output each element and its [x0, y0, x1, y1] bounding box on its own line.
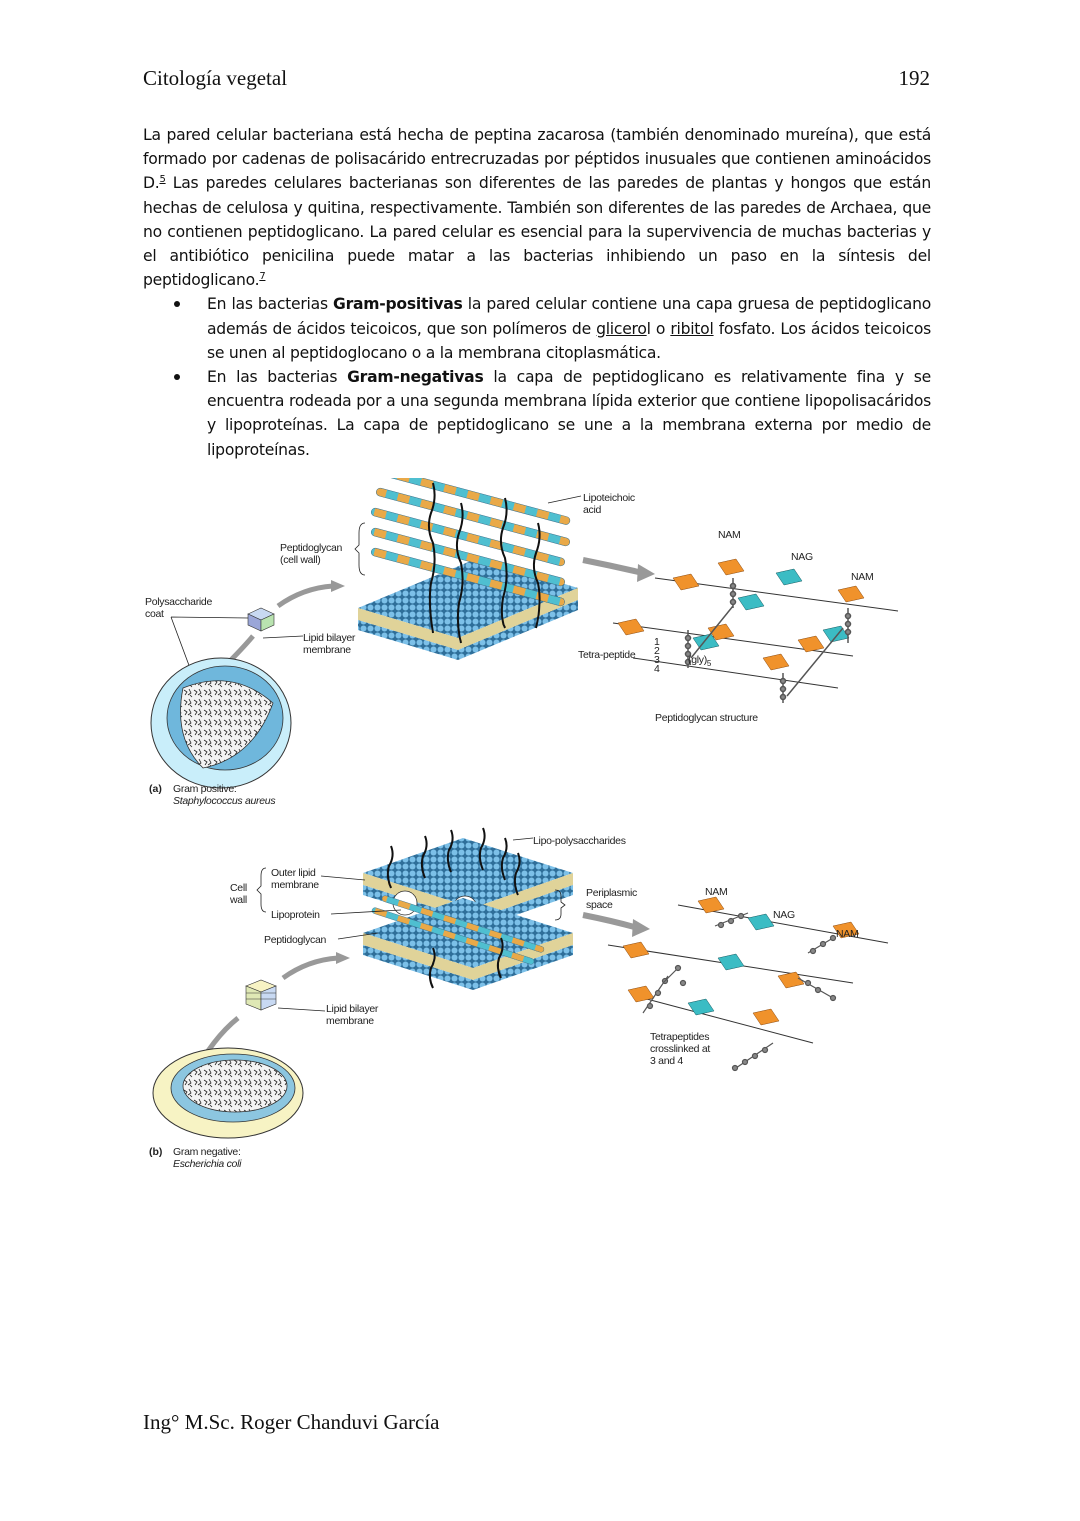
footnote-ref-7[interactable]: 7 — [259, 271, 266, 283]
bullet-text: En las bacterias — [207, 295, 334, 314]
label-gly: (gly)5 — [688, 654, 712, 668]
paragraph-part-1: La pared celular bacteriana está hecha d… — [143, 126, 931, 193]
caption-b-line-2: Escherichia coli — [173, 1158, 242, 1170]
label-nag: NAG — [791, 551, 813, 563]
small-cube-a — [247, 607, 275, 632]
label-nam-b1: NAM — [705, 886, 727, 898]
label-nam-1: NAM — [718, 529, 740, 541]
label-tetra-peptide: Tetra-peptide — [578, 649, 636, 661]
label-coat: coat — [145, 608, 164, 620]
caption-a-line-1: Gram positive: — [173, 783, 237, 795]
bullet-gram-positive: En las bacterias Gram-positivas la pared… — [174, 292, 932, 365]
caption-a-line-2: Staphylococcus aureus — [173, 795, 276, 807]
label-tetrapeptides: Tetrapeptides — [650, 1031, 709, 1043]
bullet-gram-negative: En las bacterias Gram-negativas la capa … — [174, 365, 931, 462]
caption-letter-a: (a) — [149, 783, 162, 795]
bullet-text: l o — [646, 319, 671, 338]
running-title: Citología vegetal — [143, 66, 288, 90]
svg-text:4: 4 — [654, 663, 660, 675]
caption-b-line-1: Gram negative: — [173, 1146, 241, 1158]
label-lipid-bilayer: Lipid bilayer — [303, 632, 356, 644]
label-periplasmic: Periplasmic — [586, 887, 637, 899]
bullet-text: En las bacterias — [207, 368, 348, 387]
gram-positive-membrane-block — [358, 558, 578, 660]
arrow-to-structure — [582, 912, 639, 931]
ribitol-link[interactable]: ribitol — [670, 319, 714, 338]
peptidoglycan-structure-b — [607, 896, 889, 1072]
label-lipo-polysaccharides: Lipo-polysaccharides — [533, 835, 626, 847]
page-number: 192 — [898, 66, 931, 90]
label-cell-wall: (cell wall) — [280, 554, 320, 566]
bullet-text: la capa de peptidoglicano es relativamen… — [207, 368, 931, 459]
bullet-term: Gram-positivas — [333, 295, 463, 314]
label-wall: wall — [229, 894, 247, 906]
cell-wall-figure: Lipoteichoic acid Peptidoglycan (cell wa… — [143, 469, 933, 1178]
cocci-cell-illustration — [150, 657, 292, 789]
bullet-text: la pared celular contiene una capa grues… — [207, 295, 932, 338]
gram-negative-inner-membrane — [363, 895, 573, 990]
label-polysaccharide: Polysaccharide — [145, 596, 212, 608]
label-outer-lipid: Outer lipid — [271, 867, 316, 879]
peptidoglycan-rods — [371, 469, 571, 607]
leader-line — [262, 635, 304, 639]
bullet-text: fosfato. Los ácidos teicoicos se unen al… — [207, 319, 931, 362]
arrow-head — [331, 580, 345, 592]
label-space: space — [586, 899, 613, 911]
page-header: Citología vegetal 192 — [143, 66, 930, 94]
label-lipoteichoic: Lipoteichoic — [583, 492, 635, 504]
leader-line — [512, 837, 534, 841]
small-cube-b — [245, 979, 277, 1011]
leader-line — [320, 875, 366, 881]
label-nag-b: NAG — [773, 909, 795, 921]
cell-wall-diagram: Lipoteichoic acid Peptidoglycan (cell wa… — [145, 469, 899, 1170]
arrow-head — [637, 564, 655, 582]
svg-text:3: 3 — [654, 654, 660, 666]
arrow-head — [336, 952, 350, 964]
label-lipid-bilayer-b: Lipid bilayer — [326, 1003, 379, 1015]
svg-text:2: 2 — [654, 645, 660, 657]
label-membrane: membrane — [303, 644, 351, 656]
intro-paragraph: La pared celular bacteriana está hecha d… — [143, 123, 931, 292]
label-lipoprotein: Lipoprotein — [271, 909, 320, 921]
label-nam-2: NAM — [851, 571, 873, 583]
leader-line — [330, 909, 402, 915]
leader-line — [337, 932, 379, 940]
bullet-term: Gram-negativas — [347, 368, 484, 387]
bracket — [256, 867, 267, 913]
svg-text:1: 1 — [654, 636, 660, 648]
label-nam-b2: NAM — [836, 928, 858, 940]
label-3-and-4: 3 and 4 — [650, 1055, 683, 1067]
tetra-peptide-numbers: 1 2 3 4 — [654, 636, 660, 675]
label-membrane-b: membrane — [326, 1015, 374, 1027]
label-peptidoglycan: Peptidoglycan — [280, 542, 343, 554]
body-text: La pared celular bacteriana está hecha d… — [143, 123, 931, 462]
page-footer: Ing° M.Sc. Roger Chanduvi García — [143, 1410, 440, 1434]
glicerol-link[interactable]: glicero — [596, 319, 647, 338]
footnote-ref-5[interactable]: 5 — [159, 174, 166, 186]
leader-line — [547, 495, 582, 504]
label-lipoteichoic-2: acid — [583, 504, 602, 516]
arrow-zoom — [281, 955, 339, 981]
label-cell: Cell — [230, 882, 247, 894]
paragraph-part-2: Las paredes celulares bacterianas son di… — [143, 174, 931, 290]
lipoteichoic-strands — [427, 482, 541, 644]
lipopolysaccharide-strands — [386, 827, 521, 989]
arrow-to-structure — [582, 557, 644, 576]
label-crosslinked: crosslinked at — [650, 1043, 710, 1055]
bacillus-cell-illustration — [152, 1047, 304, 1139]
leader-line — [277, 1007, 326, 1012]
bracket — [554, 889, 566, 921]
arrow-zoom — [276, 583, 334, 609]
label-outer-membrane: membrane — [271, 879, 319, 891]
arrow-head — [632, 919, 650, 937]
bullet-list: En las bacterias Gram-positivas la pared… — [143, 292, 931, 461]
bracket — [354, 522, 366, 576]
label-peptidoglycan-structure: Peptidoglycan structure — [655, 712, 758, 724]
label-peptidoglycan-b: Peptidoglycan — [264, 934, 327, 946]
peptidoglycan-structure-a — [612, 558, 899, 703]
caption-letter-b: (b) — [149, 1146, 162, 1158]
